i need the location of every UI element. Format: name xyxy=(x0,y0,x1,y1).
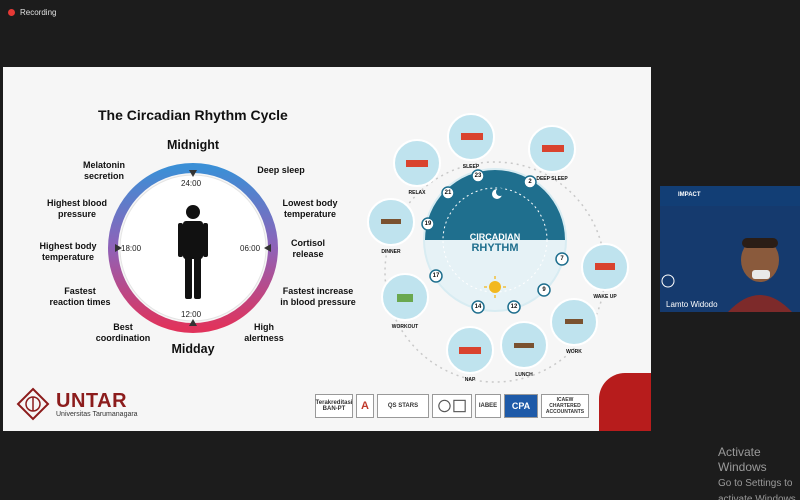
annotation-deep-sleep: Deep sleep xyxy=(257,165,305,175)
shared-slide: The Circadian Rhythm Cycle xyxy=(3,67,651,431)
webcam-banner xyxy=(660,186,800,206)
rhythm-wheel xyxy=(384,161,606,383)
record-dot-icon xyxy=(8,9,15,16)
clock-ticks xyxy=(115,170,271,326)
midnight-label: Midnight xyxy=(166,138,220,152)
recording-indicator: Recording xyxy=(8,8,56,17)
university-logo: UNTAR Universitas Tarumanagara xyxy=(16,387,138,421)
hour-badge-9: 9 xyxy=(542,287,546,293)
activity-workout-label: WORKOUT xyxy=(391,324,419,330)
recording-label: Recording xyxy=(20,8,57,17)
clock-time-24: 24:00 xyxy=(181,179,202,188)
hour-badge-23: 23 xyxy=(474,173,482,179)
activity-wake-up-label: WAKE UP xyxy=(593,294,617,300)
hour-badge-12: 12 xyxy=(510,304,518,310)
wheel-day-half xyxy=(425,240,565,310)
badge-cpa: CPA xyxy=(504,394,538,418)
accreditation-badges: Terakreditasi BAN-PT A QS STARS IABEE CP… xyxy=(315,394,589,418)
hour-badge-2: 2 xyxy=(528,179,532,185)
clock-time-12: 12:00 xyxy=(181,310,202,319)
activity-sleep-label: SLEEP xyxy=(462,164,480,170)
clock-time-06: 06:00 xyxy=(240,244,261,253)
logo-subtitle: Universitas Tarumanagara xyxy=(56,410,138,418)
clock-diagram xyxy=(108,163,278,333)
hour-badges xyxy=(421,169,569,314)
clock-time-18: 18:00 xyxy=(121,244,142,253)
corner-decoration xyxy=(599,373,651,431)
hour-badge-21: 21 xyxy=(444,190,452,196)
badge-seal-icon xyxy=(432,394,472,418)
clock-ring xyxy=(108,163,278,333)
badge-iabee: IABEE xyxy=(475,394,501,418)
activity-nap-label: NAP xyxy=(464,377,476,383)
hour-badge-19: 19 xyxy=(424,221,432,227)
logo-name: UNTAR xyxy=(56,389,128,412)
university-crest-icon xyxy=(16,387,50,421)
hour-badge-7: 7 xyxy=(560,256,564,262)
activity-dinner-label: DINNER xyxy=(381,249,401,255)
midday-label: Midday xyxy=(171,342,215,356)
person-silhouette-icon xyxy=(178,205,208,299)
activity-work-label: WORK xyxy=(566,349,582,355)
badge-ban-pt: Terakreditasi BAN-PT xyxy=(315,394,353,418)
activity-lunch-label: LUNCH xyxy=(515,372,533,378)
webcam-banner-text: IMPACT xyxy=(678,192,701,198)
activate-windows-watermark: Activate Windows Go to Settings to activ… xyxy=(718,445,799,500)
wheel-center-bottom: RHYTHM xyxy=(471,242,519,254)
hour-badge-14: 14 xyxy=(474,304,482,310)
badge-qs-stars: QS STARS xyxy=(377,394,429,418)
badge-a: A xyxy=(356,394,374,418)
activity-bubbles xyxy=(367,113,629,374)
activity-relax-label: RELAX xyxy=(408,190,426,196)
sun-rays-icon xyxy=(484,276,506,298)
slide-title: The Circadian Rhythm Cycle xyxy=(98,107,288,123)
activity-deep-sleep-label: DEEP SLEEP xyxy=(536,176,568,182)
wheel-center-top: CIRCADIAN xyxy=(469,232,521,242)
participant-name: Lamto Widodo xyxy=(666,300,718,309)
participant-video[interactable]: IMPACT Lamto Widodo xyxy=(660,186,800,312)
hour-badge-17: 17 xyxy=(432,273,440,279)
participant-avatar xyxy=(660,206,800,312)
sun-icon xyxy=(489,281,501,293)
badge-icaew: ICAEW CHARTERED ACCOUNTANTS xyxy=(541,394,589,418)
